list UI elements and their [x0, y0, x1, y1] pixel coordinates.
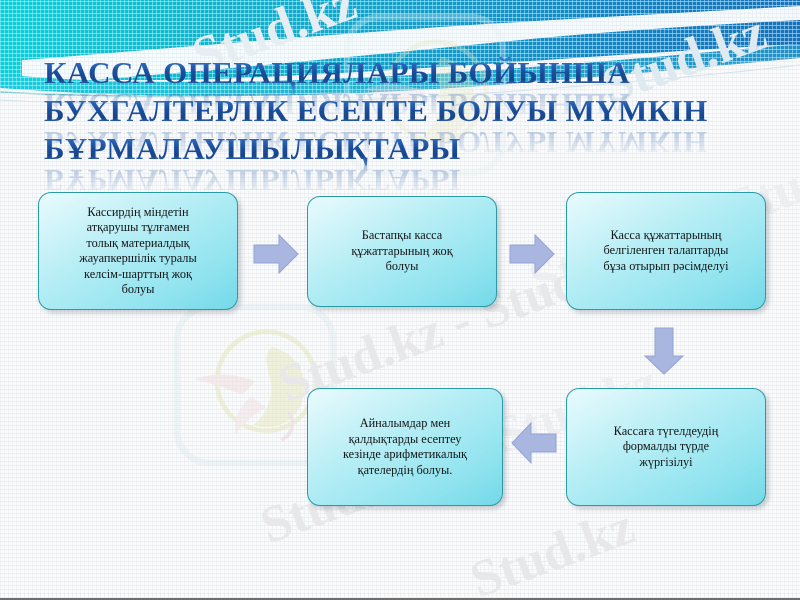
watermark-text: Stud.kz: [463, 497, 642, 600]
arrow-left-icon-4: [511, 421, 557, 465]
arrow-right-icon-2: [509, 233, 555, 275]
flow-box-2[interactable]: Бастапқы касса құжаттарының жоқ болуы: [307, 196, 497, 307]
flow-box-3[interactable]: Касса құжаттарының белгіленген талаптард…: [566, 192, 766, 310]
title-line-3-wrap: БҰРМАЛАУШЫЛЫҚТАРЫ БҰРМАЛАУШЫЛЫҚТАРЫ: [44, 132, 754, 199]
flow-box-5-text: Айналымдар мен қалдықтарды есептеу кезін…: [343, 416, 467, 477]
title-line-3: БҰРМАЛАУШЫЛЫҚТАРЫ: [44, 132, 754, 166]
title-line-2-wrap: БУХГАЛТЕРЛІК ЕСЕПТЕ БОЛУЫ МҮМКІН БУХГАЛТ…: [44, 94, 754, 161]
flow-box-1[interactable]: Кассирдің міндетін атқарушы тұлғамен тол…: [38, 192, 238, 310]
flow-box-1-text: Кассирдің міндетін атқарушы тұлғамен тол…: [79, 204, 197, 297]
flow-box-2-text: Бастапқы касса құжаттарының жоқ болуы: [351, 228, 453, 274]
arrow-down-icon-3: [643, 327, 685, 375]
title-line-1: КАССА ОПЕРАЦИЯЛАРЫ БОЙЫНША: [44, 56, 754, 90]
flow-box-4-text: Кассаға түгелдеудің формалды түрде жүргі…: [613, 423, 719, 469]
title-line-1-wrap: КАССА ОПЕРАЦИЯЛАРЫ БОЙЫНША КАССА ОПЕРАЦИ…: [44, 56, 754, 123]
flow-box-4[interactable]: Кассаға түгелдеудің формалды түрде жүргі…: [566, 388, 766, 506]
flow-box-5[interactable]: Айналымдар мен қалдықтарды есептеу кезін…: [307, 388, 503, 506]
slide-title: КАССА ОПЕРАЦИЯЛАРЫ БОЙЫНША КАССА ОПЕРАЦИ…: [44, 56, 754, 199]
flow-box-3-text: Касса құжаттарының белгіленген талаптард…: [603, 227, 729, 273]
title-line-2: БУХГАЛТЕРЛІК ЕСЕПТЕ БОЛУЫ МҮМКІН: [44, 94, 754, 128]
arrow-right-icon-1: [253, 233, 299, 275]
